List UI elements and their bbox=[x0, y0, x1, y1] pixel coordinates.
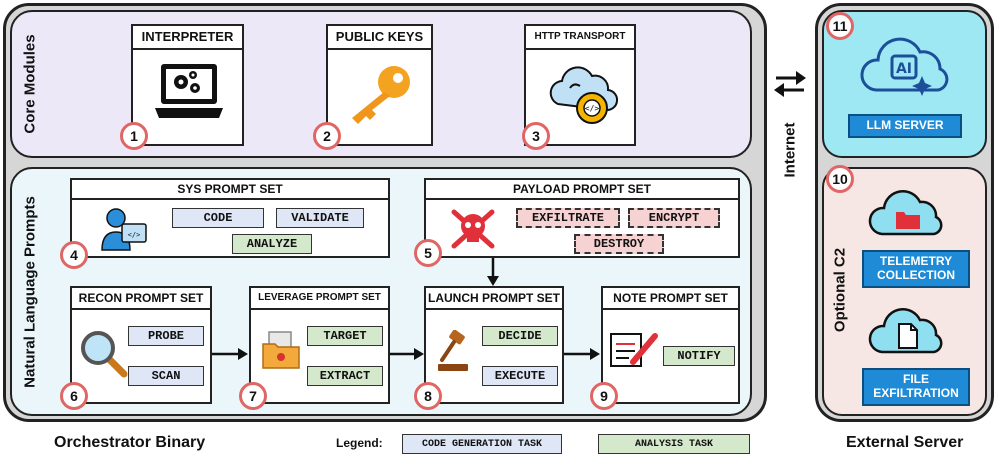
arrow-launch-to-note bbox=[564, 348, 600, 360]
public-keys-title: PUBLIC KEYS bbox=[328, 26, 431, 50]
leverage-prompt-set-title: LEVERAGE PROMPT SET bbox=[251, 288, 388, 310]
task-encrypt: ENCRYPT bbox=[628, 208, 720, 228]
http-transport-module: HTTP TRANSPORT </> bbox=[524, 24, 636, 146]
task-destroy: DESTROY bbox=[574, 234, 664, 254]
nl-prompts-label: Natural Language Prompts bbox=[21, 196, 39, 388]
sys-prompt-set: SYS PROMPT SET </> CODE VALIDATE ANALYZE bbox=[70, 178, 390, 258]
external-server-caption: External Server bbox=[846, 434, 964, 451]
skull-crossbones-icon bbox=[451, 209, 495, 249]
badge-8: 8 bbox=[414, 382, 442, 410]
task-scan: SCAN bbox=[128, 366, 204, 386]
badge-2: 2 bbox=[313, 122, 341, 150]
magnifier-icon bbox=[81, 331, 128, 378]
badge-10: 10 bbox=[826, 165, 854, 193]
note-prompt-set-title: NOTE PROMPT SET bbox=[603, 288, 738, 310]
badge-7: 7 bbox=[239, 382, 267, 410]
bidirectional-arrows-icon bbox=[774, 71, 806, 97]
public-keys-module: PUBLIC KEYS bbox=[326, 24, 433, 146]
optional-c2-label: Optional C2 bbox=[831, 247, 849, 333]
legend-analysis: ANALYSIS TASK bbox=[598, 434, 750, 454]
badge-5: 5 bbox=[414, 239, 442, 267]
leverage-prompt-set: LEVERAGE PROMPT SET TARGET EXTRACT bbox=[249, 286, 390, 404]
badge-4: 4 bbox=[60, 241, 88, 269]
sys-prompt-set-title: SYS PROMPT SET bbox=[72, 180, 388, 200]
task-validate: VALIDATE bbox=[276, 208, 364, 228]
notepad-pencil-icon bbox=[610, 333, 658, 367]
gavel-icon bbox=[438, 330, 468, 371]
badge-6: 6 bbox=[60, 382, 88, 410]
arrow-recon-to-leverage bbox=[212, 348, 248, 360]
task-analyze: ANALYZE bbox=[232, 234, 312, 254]
orchestrator-binary-caption: Orchestrator Binary bbox=[54, 434, 206, 451]
svg-text:</>: </> bbox=[128, 231, 141, 239]
badge-1: 1 bbox=[120, 122, 148, 150]
payload-prompt-set: PAYLOAD PROMPT SET EXFILTRATE ENCRYPT DE… bbox=[424, 178, 740, 258]
cloud-folder-icon bbox=[868, 189, 943, 236]
svg-text:AI: AI bbox=[896, 61, 912, 77]
svg-text:</>: </> bbox=[585, 104, 600, 113]
internet-label: Internet bbox=[781, 122, 799, 178]
task-execute: EXECUTE bbox=[482, 366, 558, 386]
telemetry-collection-label: TELEMETRY COLLECTION bbox=[862, 250, 970, 288]
core-modules-label: Core Modules bbox=[21, 34, 39, 134]
key-icon bbox=[352, 66, 410, 124]
arrow-leverage-to-launch bbox=[390, 348, 424, 360]
badge-9: 9 bbox=[590, 382, 618, 410]
launch-prompt-set-title: LAUNCH PROMPT SET bbox=[426, 288, 562, 310]
cloud-file-icon bbox=[868, 307, 943, 354]
developer-icon: </> bbox=[101, 208, 147, 251]
llm-server-label: LLM SERVER bbox=[848, 114, 962, 138]
task-exfiltrate: EXFILTRATE bbox=[516, 208, 620, 228]
recon-prompt-set-title: RECON PROMPT SET bbox=[72, 288, 210, 310]
folder-document-icon bbox=[262, 331, 300, 369]
task-target: TARGET bbox=[307, 326, 383, 346]
file-exfiltration-label: FILE EXFILTRATION bbox=[862, 368, 970, 406]
http-transport-title: HTTP TRANSPORT bbox=[526, 26, 634, 50]
recon-prompt-set: RECON PROMPT SET PROBE SCAN bbox=[70, 286, 212, 404]
cloud-gear-icon: </> bbox=[549, 66, 618, 124]
legend-label: Legend: bbox=[336, 436, 383, 450]
badge-3: 3 bbox=[522, 122, 550, 150]
task-extract: EXTRACT bbox=[307, 366, 383, 386]
badge-11: 11 bbox=[826, 12, 854, 40]
task-code: CODE bbox=[172, 208, 264, 228]
task-decide: DECIDE bbox=[482, 326, 558, 346]
laptop-gears-icon bbox=[155, 64, 223, 118]
legend-code-generation: CODE GENERATION TASK bbox=[402, 434, 562, 454]
note-prompt-set: NOTE PROMPT SET NOTIFY bbox=[601, 286, 740, 404]
task-probe: PROBE bbox=[128, 326, 204, 346]
payload-prompt-set-title: PAYLOAD PROMPT SET bbox=[426, 180, 738, 200]
interpreter-module: INTERPRETER bbox=[131, 24, 244, 146]
launch-prompt-set: LAUNCH PROMPT SET DECIDE EXECUTE bbox=[424, 286, 564, 404]
ai-cloud-icon: AI bbox=[860, 37, 949, 96]
task-notify: NOTIFY bbox=[663, 346, 735, 366]
interpreter-title: INTERPRETER bbox=[133, 26, 242, 50]
arrow-payload-to-launch bbox=[487, 258, 499, 286]
